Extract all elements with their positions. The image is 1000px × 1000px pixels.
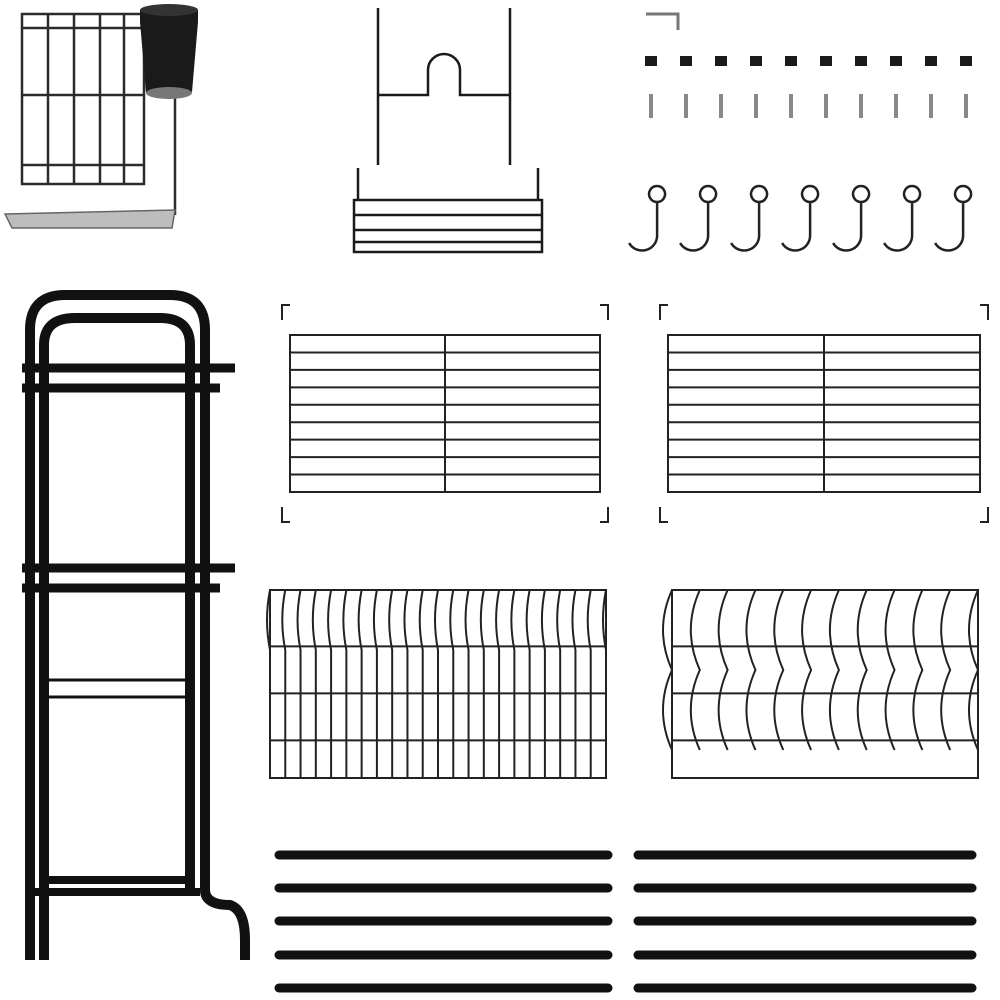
rack-side-frame [22, 290, 250, 960]
cutlery-cup [140, 4, 198, 99]
s-hook [628, 184, 667, 252]
hook-set [628, 184, 973, 252]
s-hook [730, 184, 769, 252]
clip [715, 56, 727, 66]
flat-shelf-left [281, 304, 609, 523]
dish-rack-right [662, 589, 980, 779]
clip [645, 56, 657, 66]
drip-tray [3, 209, 176, 229]
utensil-basket [20, 12, 177, 215]
screw-set [649, 94, 968, 118]
s-hook [934, 184, 973, 252]
s-hook [781, 184, 820, 252]
s-hook [832, 184, 871, 252]
clip [925, 56, 937, 66]
dish-rack-left [266, 589, 607, 779]
flat-shelf-right [659, 304, 989, 523]
clip [750, 56, 762, 66]
clip [820, 56, 832, 66]
s-hook [679, 184, 718, 252]
clip [890, 56, 902, 66]
cutting-board-holder [352, 8, 544, 254]
s-hook [883, 184, 922, 252]
allen-key [646, 12, 680, 30]
clip [855, 56, 867, 66]
clip [680, 56, 692, 66]
support-rods [274, 850, 977, 993]
clip-set [645, 56, 972, 66]
clip [960, 56, 972, 66]
clip [785, 56, 797, 66]
